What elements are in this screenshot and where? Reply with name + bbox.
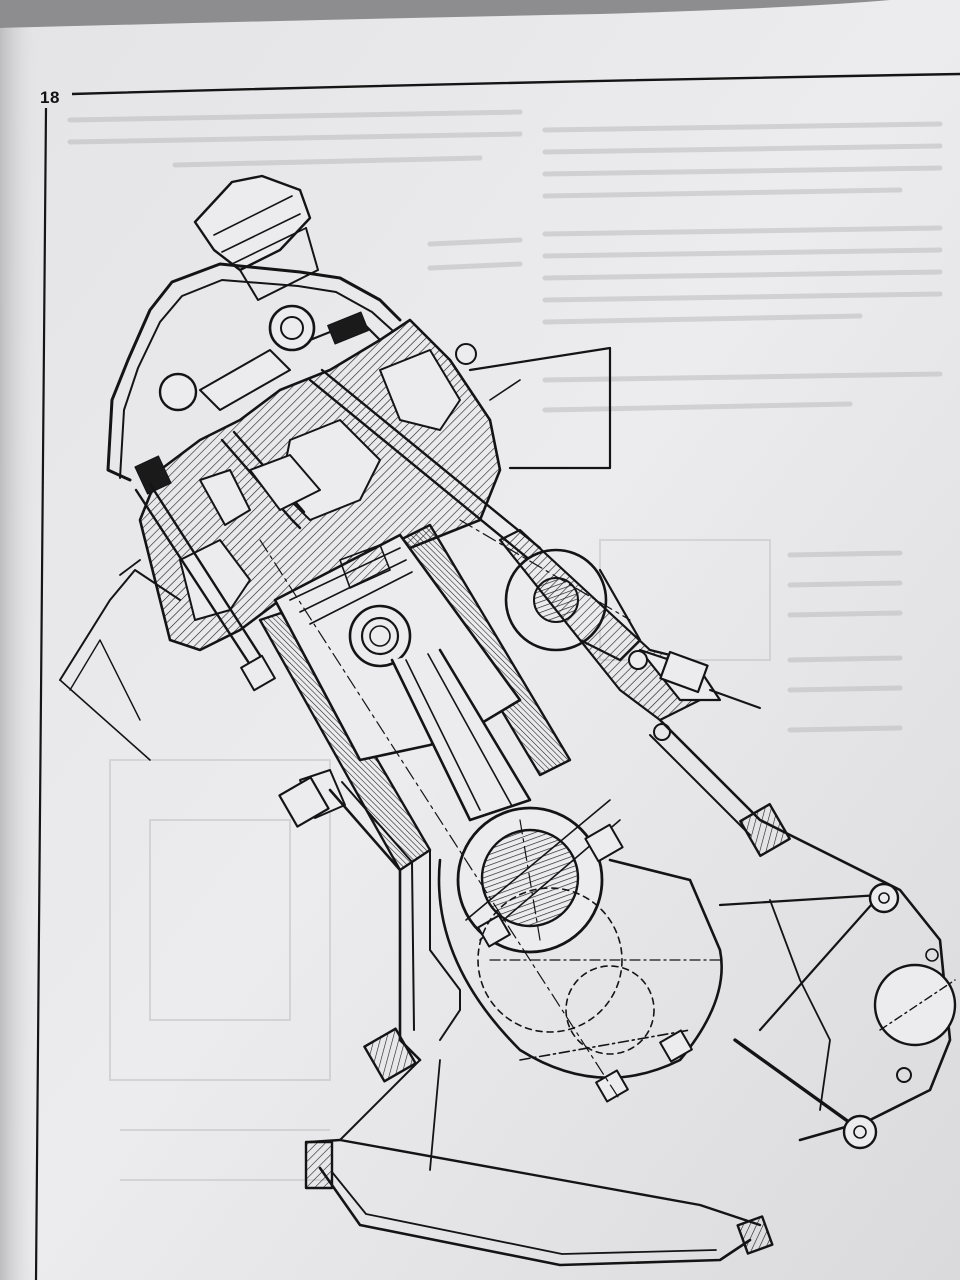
connecting-rod: [390, 648, 532, 822]
spark-plug: [628, 648, 761, 741]
gudgeon-pin: [348, 604, 412, 668]
rocker-cover: [106, 262, 402, 482]
rocker-shaft: [134, 304, 382, 495]
crankshaft: [437, 858, 723, 1080]
valve: [220, 430, 321, 530]
oil-filler-cap: [193, 174, 319, 301]
center-lines: [259, 519, 631, 1101]
exhaust-bracket: [59, 559, 181, 761]
engine-mount: [718, 828, 957, 1150]
intake-manifold: [455, 343, 612, 470]
oil-sump: [304, 1059, 774, 1267]
page-number: 18: [40, 88, 60, 107]
push-rods: [134, 368, 542, 692]
crankcase: [278, 718, 791, 1103]
crank-pin: [456, 799, 624, 954]
